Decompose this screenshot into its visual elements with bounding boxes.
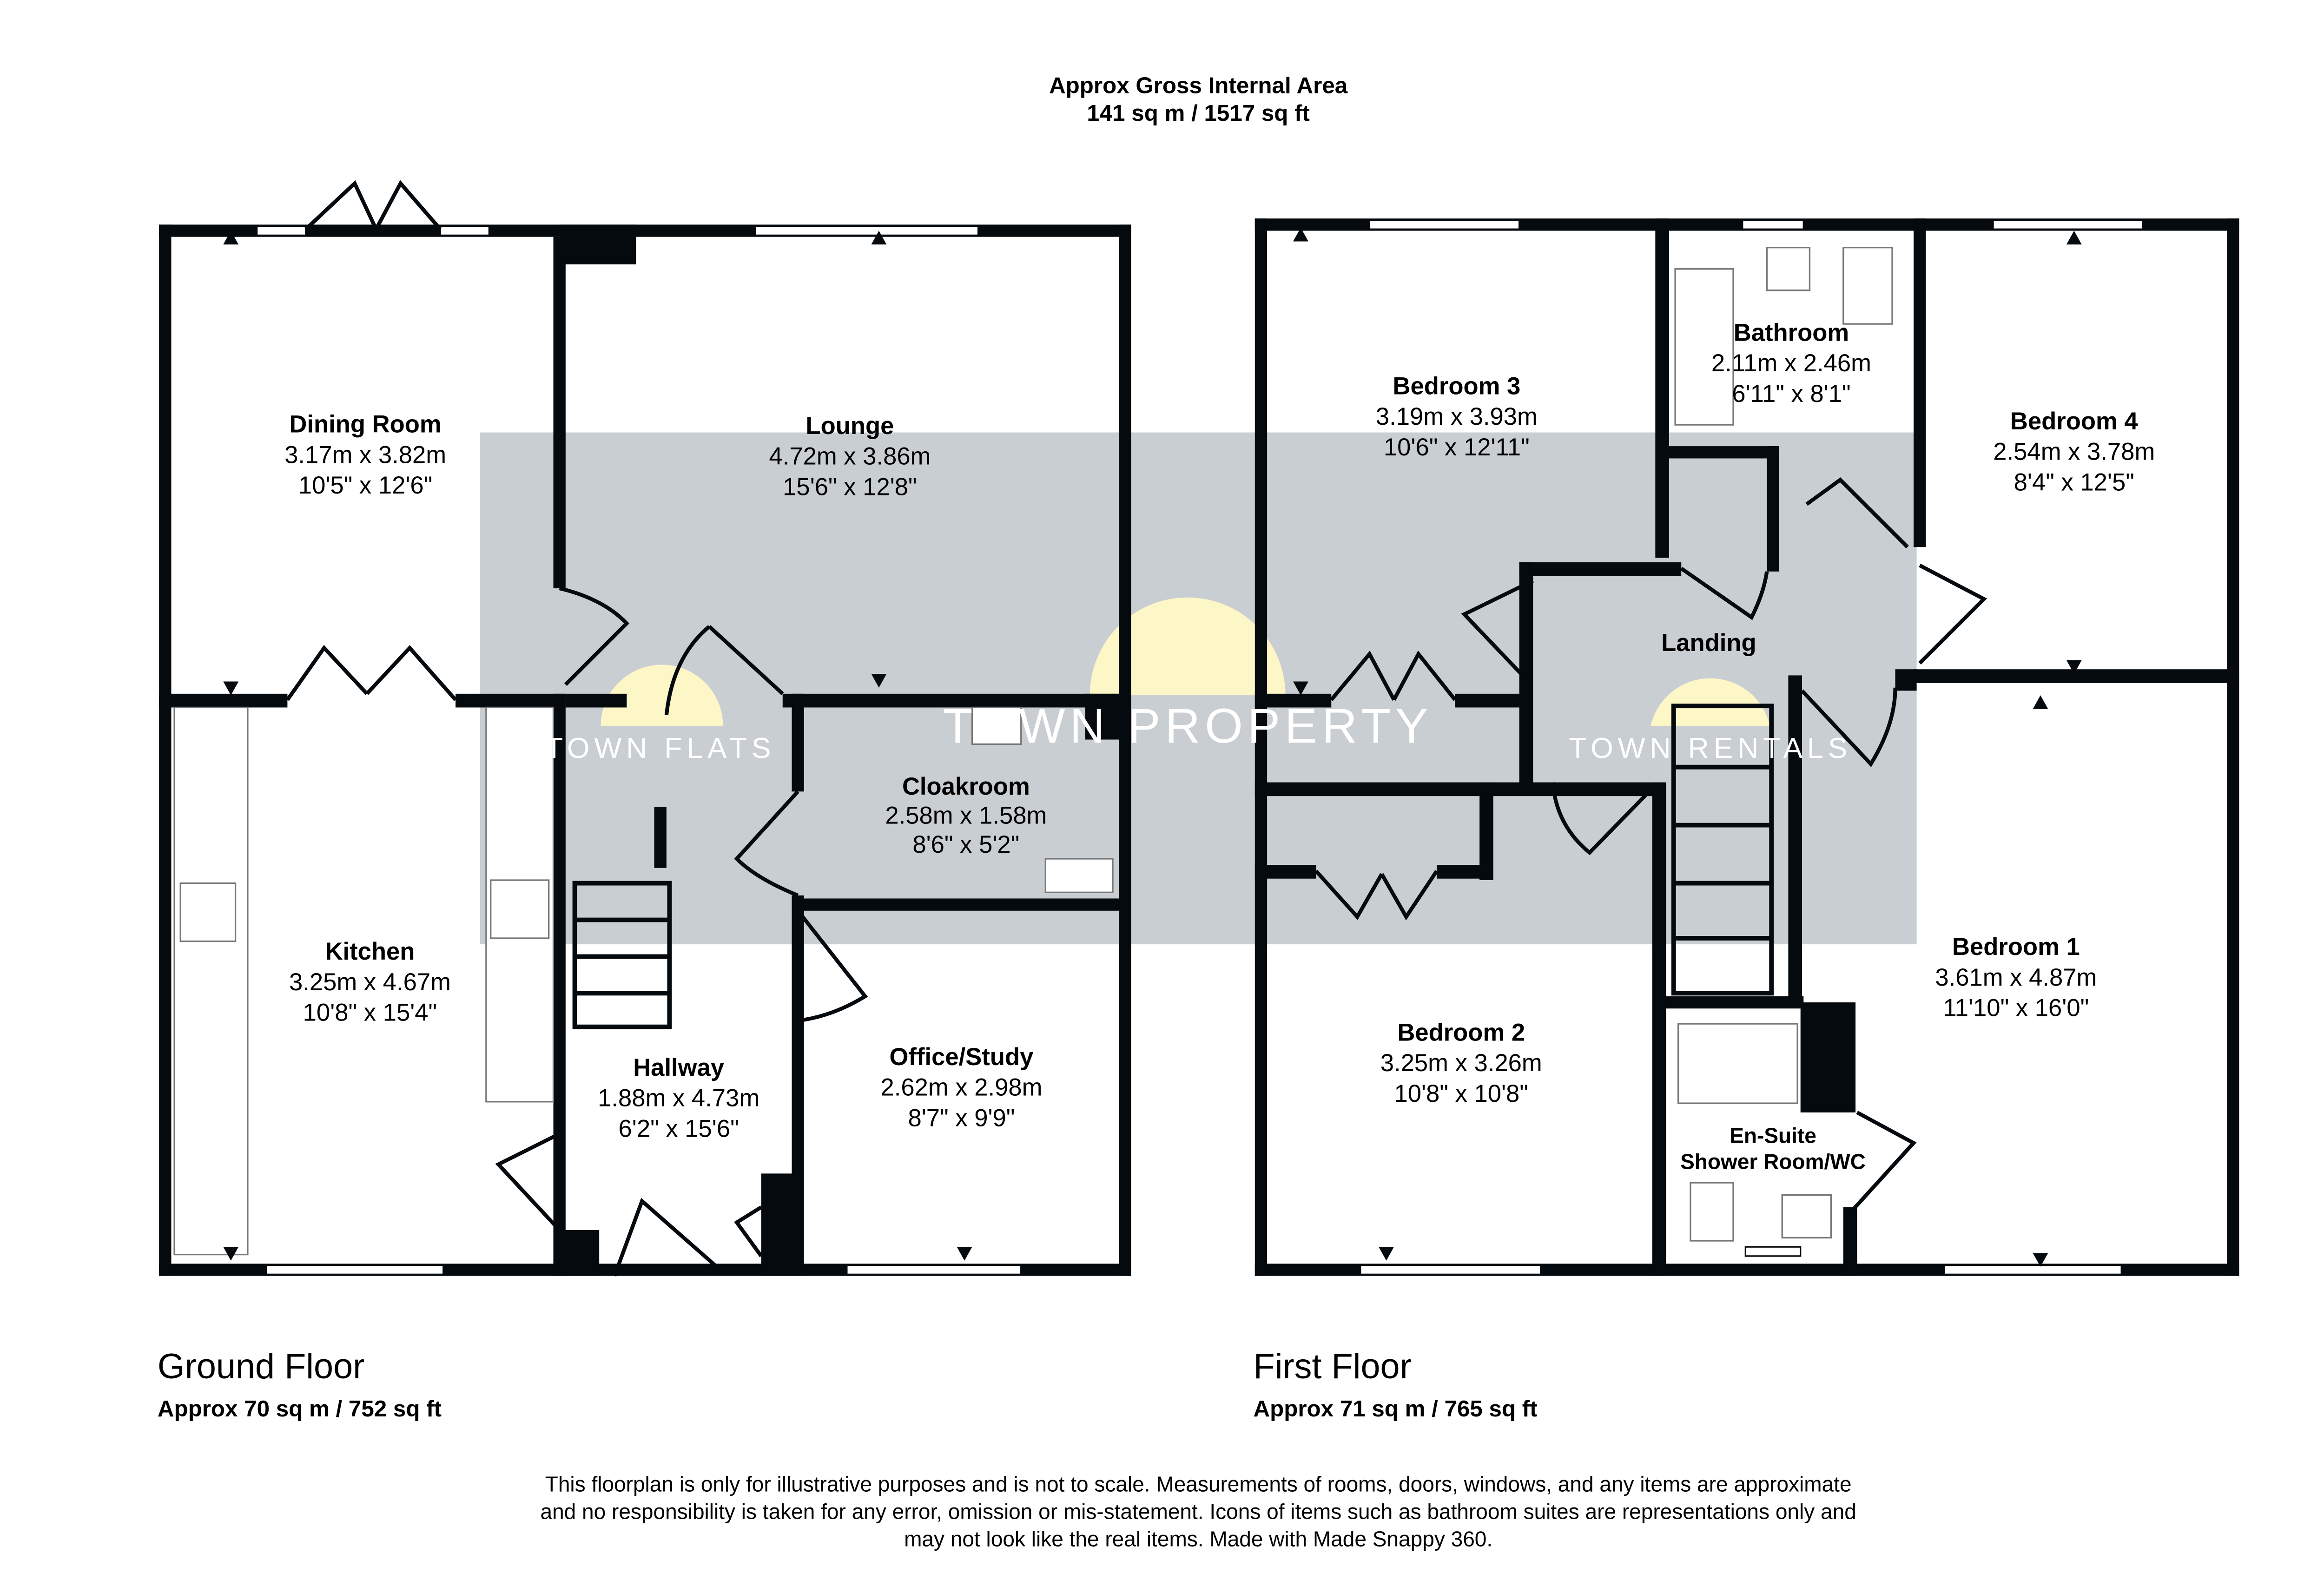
room-dining-room: Dining Room 3.17m x 3.82m 10'5" x 12'6": [284, 411, 446, 500]
room-bathroom: Bathroom 2.11m x 2.46m 6'11" x 8'1": [1711, 319, 1871, 408]
svg-text:6'2" x 15'6": 6'2" x 15'6": [619, 1115, 739, 1142]
ground-stairs: [572, 881, 672, 1029]
svg-text:Bedroom 1: Bedroom 1: [1952, 933, 2080, 961]
svg-text:10'5" x 12'6": 10'5" x 12'6": [298, 472, 433, 499]
room-landing: Landing: [1661, 629, 1756, 657]
room-bedroom-3: Bedroom 3 3.19m x 3.93m 10'6" x 12'11": [1376, 372, 1538, 461]
svg-text:Hallway: Hallway: [633, 1054, 724, 1081]
ground-floor-plan: [159, 180, 1131, 1277]
svg-text:Dining Room: Dining Room: [289, 411, 441, 438]
svg-text:3.61m x 4.87m: 3.61m x 4.87m: [1935, 964, 2097, 991]
disclaimer-line-3: may not look like the real items. Made w…: [904, 1527, 1492, 1551]
svg-text:3.19m x 3.93m: 3.19m x 3.93m: [1376, 403, 1538, 430]
room-bedroom-1: Bedroom 1 3.61m x 4.87m 11'10" x 16'0": [1935, 933, 2097, 1022]
room-hallway: Hallway 1.88m x 4.73m 6'2" x 15'6": [598, 1054, 759, 1143]
svg-text:2.58m x 1.58m: 2.58m x 1.58m: [885, 802, 1047, 829]
first-floor-title: First Floor: [1254, 1347, 1412, 1386]
svg-text:6'11" x 8'1": 6'11" x 8'1": [1732, 380, 1850, 408]
watermark-town-property: TOWN PROPERTY: [943, 699, 1433, 753]
svg-text:Bedroom 2: Bedroom 2: [1397, 1019, 1525, 1046]
svg-text:Bedroom 4: Bedroom 4: [2010, 408, 2138, 435]
watermark-town-flats: TOWN FLATS: [545, 732, 775, 764]
ground-floor-title: Ground Floor: [158, 1347, 364, 1386]
svg-text:10'6" x 12'11": 10'6" x 12'11": [1384, 434, 1530, 461]
first-stairs: [1671, 704, 1774, 996]
room-en-suite: En-Suite Shower Room/WC: [1680, 1124, 1866, 1174]
svg-text:2.62m x 2.98m: 2.62m x 2.98m: [880, 1074, 1042, 1101]
svg-text:Cloakroom: Cloakroom: [902, 773, 1030, 800]
first-floor-plan: [1254, 218, 2239, 1276]
svg-text:3.17m x 3.82m: 3.17m x 3.82m: [284, 441, 446, 468]
svg-text:Kitchen: Kitchen: [325, 938, 415, 965]
room-bedroom-4: Bedroom 4 2.54m x 3.78m 8'4" x 12'5": [1993, 408, 2155, 496]
svg-text:10'8" x 10'8": 10'8" x 10'8": [1394, 1080, 1528, 1107]
svg-text:10'8" x 15'4": 10'8" x 15'4": [303, 999, 437, 1027]
svg-text:3.25m x 3.26m: 3.25m x 3.26m: [1380, 1049, 1542, 1077]
svg-text:Shower Room/WC: Shower Room/WC: [1680, 1149, 1866, 1173]
svg-text:4.72m x 3.86m: 4.72m x 3.86m: [769, 443, 931, 470]
svg-text:8'6" x 5'2": 8'6" x 5'2": [912, 831, 1019, 858]
svg-text:2.11m x 2.46m: 2.11m x 2.46m: [1711, 349, 1871, 377]
ground-floor-area: Approx 70 sq m / 752 sq ft: [158, 1396, 442, 1422]
room-kitchen: Kitchen 3.25m x 4.67m 10'8" x 15'4": [289, 938, 451, 1027]
disclaimer-line-2: and no responsibility is taken for any e…: [540, 1499, 1856, 1523]
svg-text:Bathroom: Bathroom: [1734, 319, 1849, 346]
room-office-study: Office/Study 2.62m x 2.98m 8'7" x 9'9": [880, 1043, 1042, 1132]
svg-text:2.54m x 3.78m: 2.54m x 3.78m: [1993, 438, 2155, 466]
svg-text:1.88m x 4.73m: 1.88m x 4.73m: [598, 1085, 759, 1112]
first-floor-area: Approx 71 sq m / 765 sq ft: [1254, 1396, 1538, 1422]
svg-text:En-Suite: En-Suite: [1730, 1124, 1816, 1148]
room-bedroom-2: Bedroom 2 3.25m x 3.26m 10'8" x 10'8": [1380, 1019, 1542, 1107]
svg-text:15'6" x 12'8": 15'6" x 12'8": [783, 473, 917, 500]
svg-text:Bedroom 3: Bedroom 3: [1393, 372, 1520, 400]
disclaimer-line-1: This floorplan is only for illustrative …: [545, 1472, 1852, 1496]
room-cloakroom: Cloakroom 2.58m x 1.58m 8'6" x 5'2": [885, 773, 1047, 858]
svg-text:Office/Study: Office/Study: [890, 1043, 1034, 1071]
room-lounge: Lounge 4.72m x 3.86m 15'6" x 12'8": [769, 412, 931, 501]
dimension-arrows: [223, 227, 2082, 1267]
svg-text:8'4" x 12'5": 8'4" x 12'5": [2014, 469, 2134, 496]
watermark-town-rentals: TOWN RENTALS: [1569, 732, 1852, 764]
gross-area-title: Approx Gross Internal Area: [1049, 73, 1348, 99]
svg-text:Lounge: Lounge: [805, 412, 894, 440]
svg-text:11'10" x 16'0": 11'10" x 16'0": [1943, 994, 2089, 1022]
svg-text:3.25m x 4.67m: 3.25m x 4.67m: [289, 968, 451, 996]
gross-area-value: 141 sq m / 1517 sq ft: [1087, 100, 1310, 126]
watermark-logos: [601, 597, 1770, 726]
svg-text:8'7" x 9'9": 8'7" x 9'9": [908, 1104, 1015, 1132]
